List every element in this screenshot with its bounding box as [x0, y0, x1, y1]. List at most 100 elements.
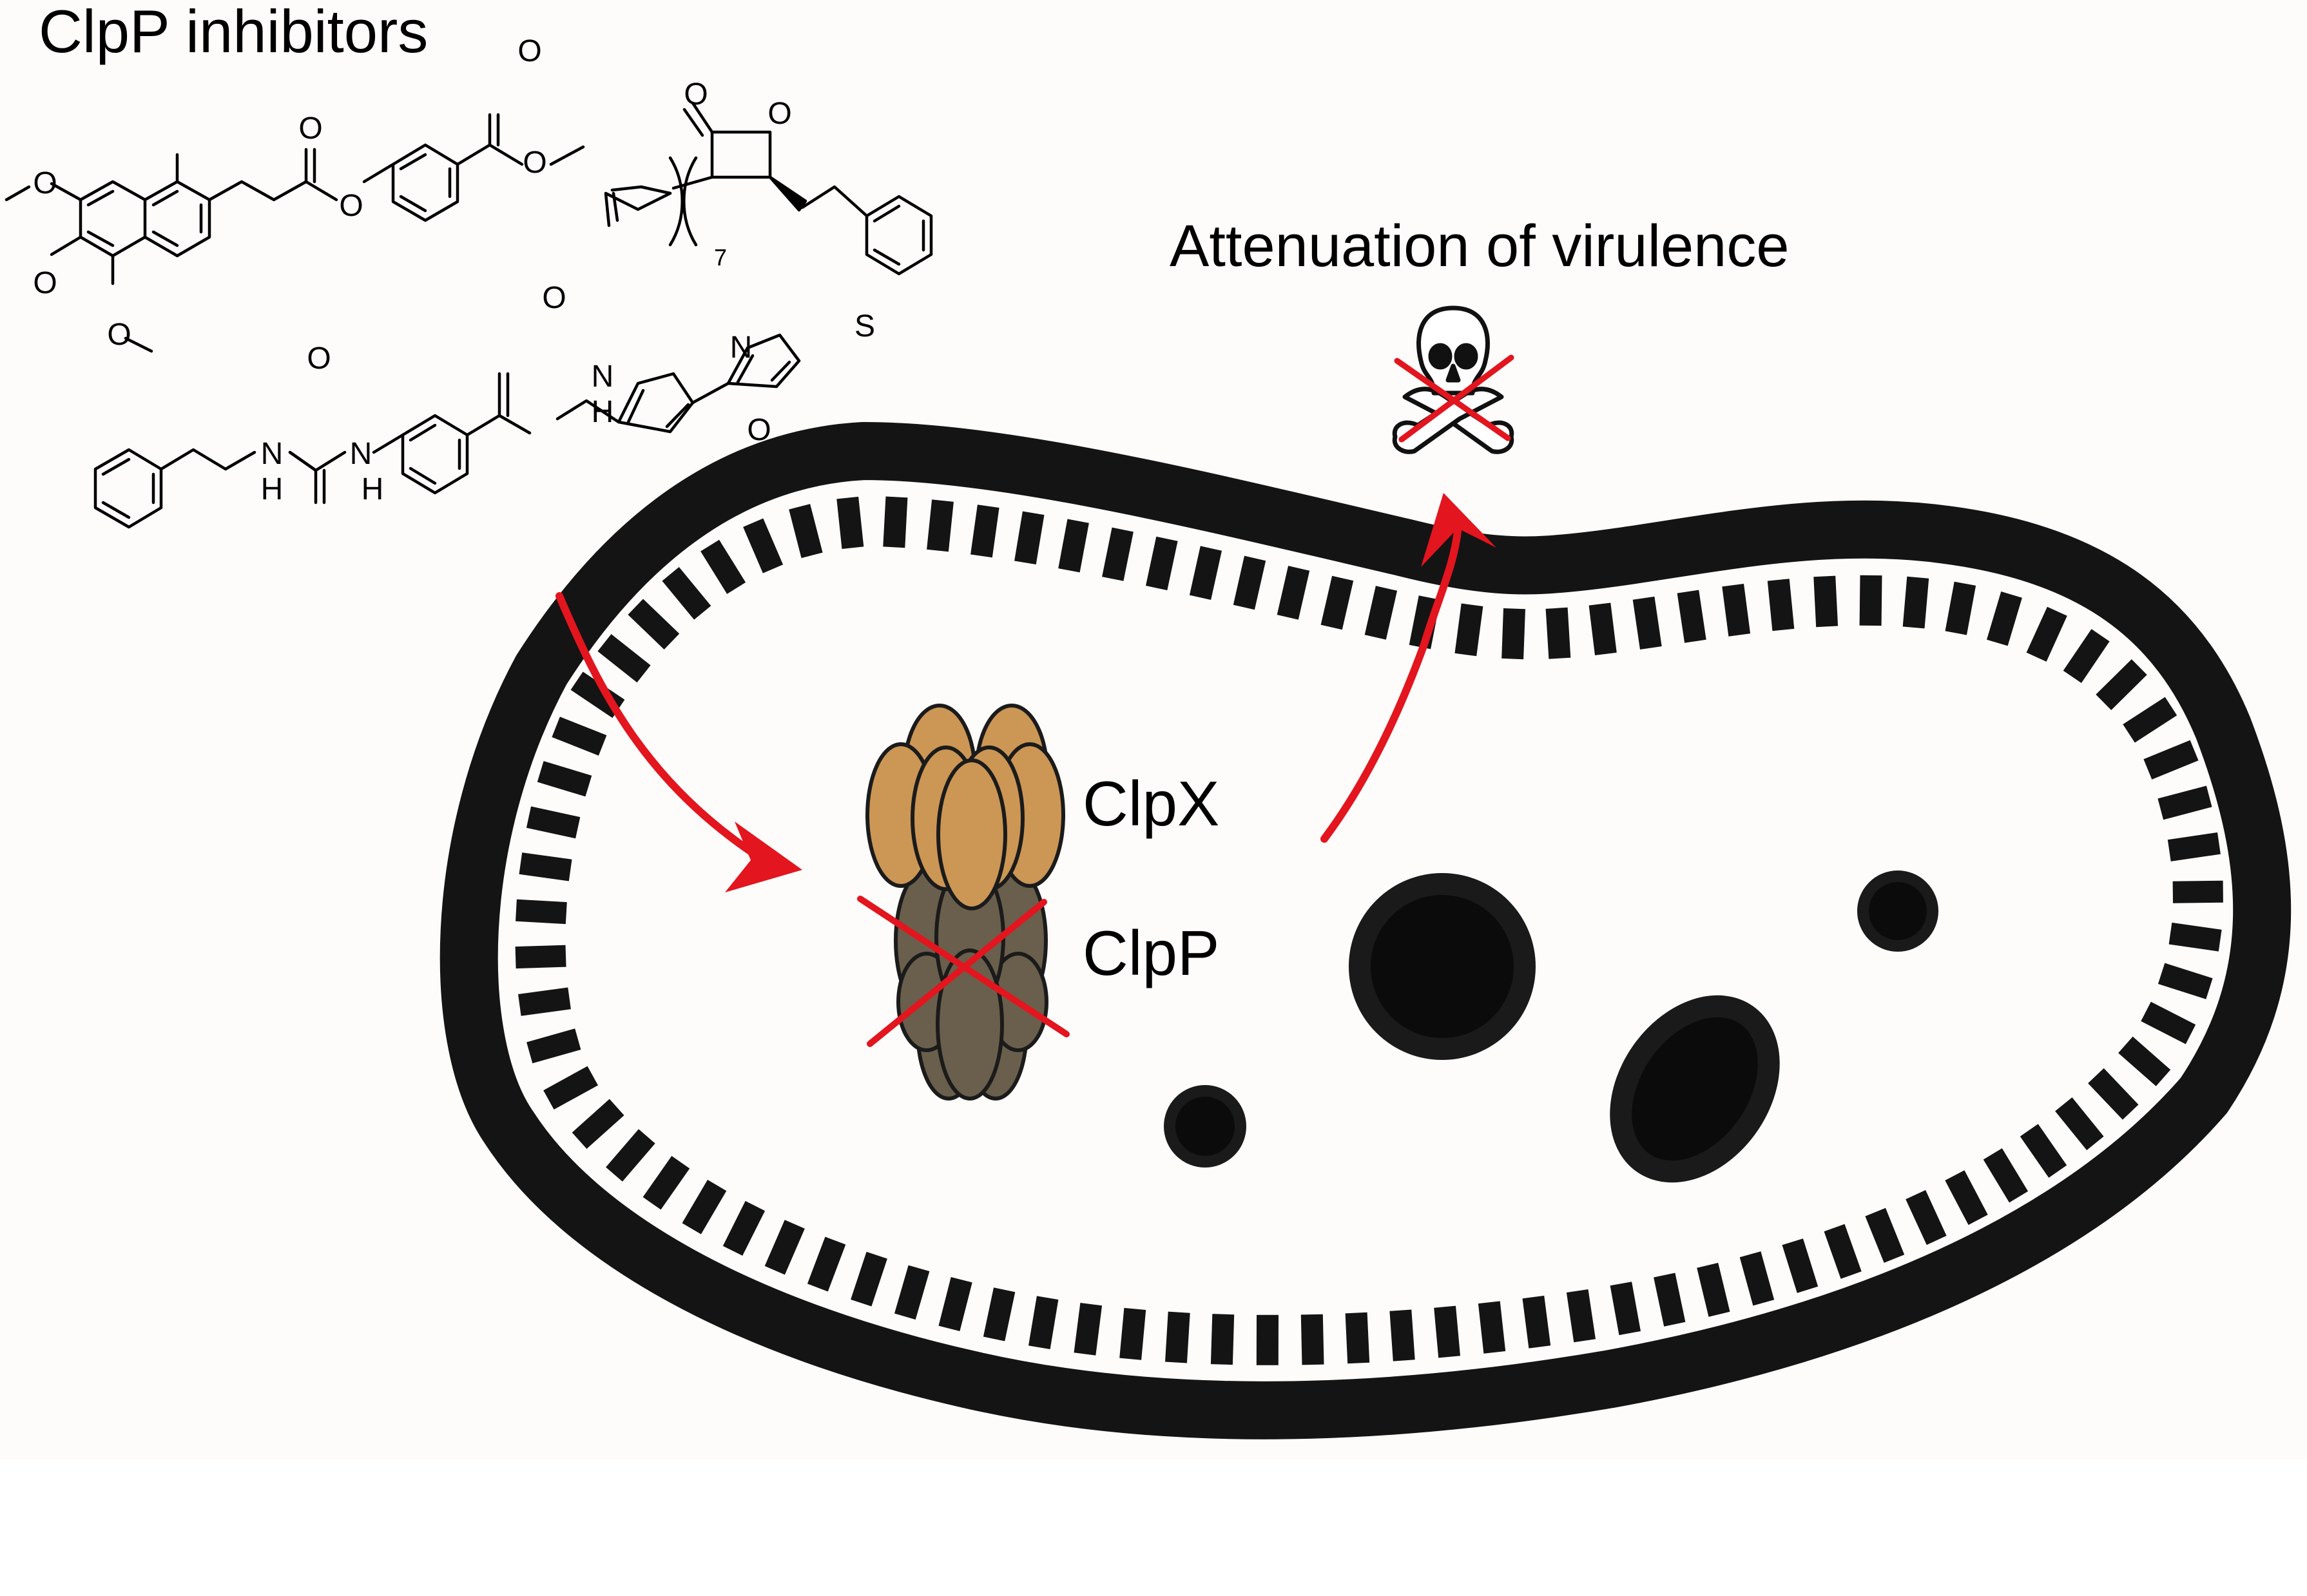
periplasm-bar — [1545, 607, 1571, 659]
periplasm-bar — [537, 761, 592, 797]
periplasm-bar — [2088, 1068, 2139, 1120]
periplasm-bar — [1610, 1282, 1641, 1336]
periplasm-bar — [2063, 629, 2110, 683]
periplasm-bar — [1256, 1314, 1279, 1365]
periplasm-bar — [743, 518, 784, 573]
periplasm-bar — [1566, 1289, 1596, 1343]
periplasm-bar — [642, 1156, 690, 1210]
periplasm-bar — [1767, 579, 1795, 631]
periplasm-bar — [1165, 1311, 1190, 1363]
periplasm-bar — [1945, 581, 1976, 635]
atom-h: H — [592, 395, 614, 429]
atom-n: N — [730, 331, 753, 365]
periplasm-bar — [1739, 1251, 1775, 1306]
virulence-label: Attenuation of virulence — [1170, 213, 1790, 279]
periplasm-bar — [1906, 1190, 1947, 1245]
periplasm-bar — [515, 945, 566, 969]
periplasm-bar — [2096, 659, 2147, 711]
periplasm-bar — [2172, 880, 2223, 903]
periplasm-bar — [1434, 1305, 1460, 1358]
periplasm-bar — [764, 1220, 805, 1275]
periplasm-bar — [789, 504, 823, 559]
figure-title: ClpP inhibitors — [39, 0, 429, 65]
periplasm-bar — [526, 806, 581, 839]
periplasm-bar — [1146, 536, 1178, 591]
periplasm-bar — [2123, 697, 2177, 743]
periplasm-bar — [1345, 1312, 1370, 1364]
periplasm-bar — [722, 1200, 766, 1256]
periplasm-bar — [927, 499, 954, 552]
periplasm-bar — [1865, 1207, 1905, 1263]
bacterium — [439, 422, 2292, 1439]
virulence-arrow — [1320, 493, 1496, 843]
atom-o: O — [542, 281, 566, 315]
periplasm-bar — [1014, 511, 1045, 564]
periplasm-bar — [1654, 1273, 1686, 1327]
periplasm-bar — [543, 1066, 598, 1110]
atom-o: O — [33, 266, 57, 300]
periplasm-bar — [1983, 1148, 2029, 1203]
atom-sub-7: 7 — [714, 244, 727, 271]
periplasm-bar — [2026, 606, 2067, 662]
atom-s: S — [854, 309, 875, 343]
periplasm-bar — [1119, 1307, 1146, 1360]
periplasm-bar — [1058, 519, 1089, 573]
clpp-label: ClpP — [1083, 918, 1220, 988]
periplasm-bar — [519, 852, 572, 881]
periplasm-bar — [1389, 1309, 1415, 1361]
periplasm-bar — [606, 1129, 655, 1182]
atom-o: O — [339, 189, 363, 223]
periplasm-bar — [2168, 922, 2222, 952]
atom-o: O — [33, 166, 57, 200]
atom-o: O — [684, 77, 708, 111]
periplasm-bar — [552, 716, 607, 756]
periplasm-bar — [1588, 602, 1617, 655]
periplasm-bar — [628, 599, 680, 649]
periplasm-bar — [970, 505, 999, 558]
periplasm-bar — [2143, 740, 2199, 780]
periplasm-bar — [1478, 1301, 1506, 1354]
periplasm-bar — [894, 1265, 930, 1320]
periplasm-bar — [597, 634, 651, 683]
periplasm-bar — [983, 1287, 1016, 1341]
inclusion-small-left — [1164, 1085, 1246, 1168]
periplasm-bar — [516, 899, 567, 925]
atom-n: N — [350, 437, 372, 471]
periplasm-bar — [1813, 575, 1839, 628]
atom-h: H — [362, 472, 384, 506]
periplasm-bar — [938, 1277, 972, 1331]
red-arrow-icon — [1421, 493, 1496, 567]
periplasm-bar — [572, 1099, 624, 1149]
atom-o: O — [107, 318, 131, 352]
atom-o: O — [747, 413, 771, 447]
atom-o: O — [307, 341, 331, 376]
atom-n: N — [592, 360, 614, 394]
periplasm-bar — [1782, 1238, 1819, 1293]
periplasm-bar — [1102, 527, 1134, 581]
atom-h: H — [261, 472, 284, 506]
periplasm-bar — [1859, 575, 1882, 626]
periplasm-bar — [1210, 1314, 1235, 1365]
atom-o: O — [523, 146, 546, 180]
periplasm-bar — [1364, 586, 1398, 640]
inhibitor-structures — [5, 101, 933, 529]
periplasm-bar — [1677, 590, 1706, 643]
structure-urea — [93, 333, 801, 529]
red-arrow-icon — [725, 822, 802, 892]
periplasm-bar — [851, 1251, 887, 1307]
periplasm-bar — [1902, 576, 1929, 629]
periplasm-bar — [526, 1028, 581, 1064]
atom-o: O — [298, 111, 322, 146]
periplasm-bar — [1522, 1295, 1551, 1349]
periplasm-bar — [836, 496, 864, 549]
periplasm-bar — [1300, 1314, 1324, 1365]
periplasm-bar — [807, 1236, 846, 1292]
periplasm-bar — [1945, 1170, 1988, 1226]
periplasm-bar — [2141, 1001, 2196, 1044]
periplasm-bar — [1454, 603, 1483, 657]
clpx-ring — [865, 704, 1065, 910]
periplasm-bar — [2167, 832, 2221, 861]
periplasm-bar — [883, 496, 908, 548]
